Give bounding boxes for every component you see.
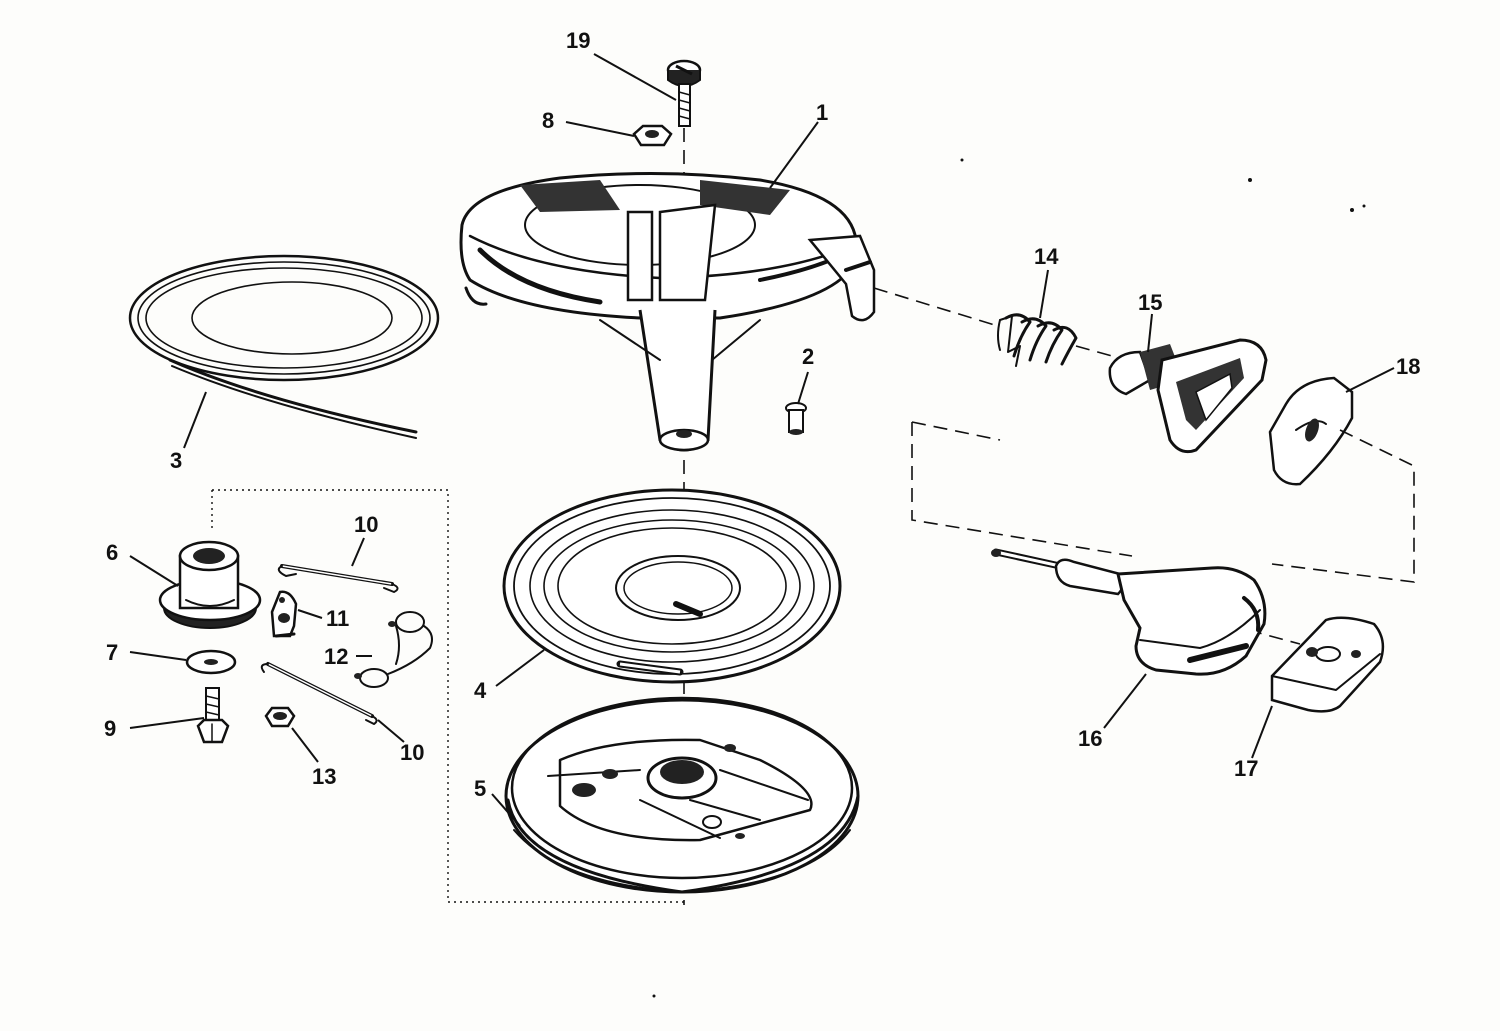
- leader-lines: [129, 53, 1395, 827]
- part-11-pawl: [270, 590, 298, 638]
- assembly-box-top-a: [911, 421, 1001, 441]
- leader-6: [129, 555, 179, 587]
- part-8-nut: [632, 124, 673, 147]
- callout-6: 6: [106, 540, 118, 565]
- leader-18: [1345, 367, 1395, 393]
- part-10-link-lower: [260, 662, 378, 725]
- leader-16: [1103, 673, 1147, 729]
- part-2-pin: [785, 402, 807, 435]
- callout-7: 7: [106, 640, 118, 665]
- part-9-bolt: [196, 687, 230, 744]
- leader-5: [491, 793, 521, 827]
- scan-specks: [652, 158, 1366, 998]
- part-16-handle: [991, 548, 1267, 676]
- assembly-box-left: [911, 422, 1133, 557]
- part-13-nut: [264, 706, 296, 728]
- leader-17: [1251, 705, 1273, 759]
- callout-2: 2: [802, 344, 814, 369]
- leader-10a: [351, 537, 365, 567]
- leader-2: [797, 371, 809, 405]
- part-10-link-upper: [277, 564, 399, 593]
- leader-14: [1039, 269, 1049, 319]
- leader-15: [1147, 313, 1153, 353]
- callout-9: 9: [104, 716, 116, 741]
- assembly-box-right: [1271, 429, 1415, 583]
- leader-9: [129, 717, 205, 729]
- leader-4: [495, 649, 545, 687]
- part-18-plate: [1268, 376, 1354, 486]
- leader-11: [297, 609, 323, 619]
- callout-labels: 19 8 1 2 3 14 15 18 6 10 11 12 7 9 13 10…: [104, 28, 1420, 801]
- callout-19: 19: [566, 28, 590, 53]
- part-12-wire-spring: [354, 611, 433, 688]
- leader-7: [129, 651, 187, 661]
- callout-12: 12: [324, 644, 348, 669]
- callout-15: 15: [1138, 290, 1162, 315]
- callout-10-upper: 10: [354, 512, 378, 537]
- callout-3: 3: [170, 448, 182, 473]
- leader-19: [593, 53, 677, 101]
- part-1-housing: [459, 171, 876, 452]
- assembly-line-spring: [873, 287, 999, 327]
- leader-3: [183, 391, 207, 449]
- callout-14: 14: [1034, 244, 1059, 269]
- part-14-spring: [997, 313, 1078, 367]
- leader-1: [769, 121, 819, 189]
- leader-13: [291, 727, 319, 763]
- callout-1: 1: [816, 100, 828, 125]
- part-6-hub: [158, 540, 262, 629]
- part-17-clip: [1270, 616, 1385, 713]
- callout-4: 4: [474, 678, 487, 703]
- part-5-pulley: [504, 696, 860, 894]
- assembly-line-grommet: [1075, 345, 1113, 357]
- callout-8: 8: [542, 108, 554, 133]
- callout-5: 5: [474, 776, 486, 801]
- callout-11: 11: [326, 606, 349, 631]
- callout-16: 16: [1078, 726, 1102, 751]
- callout-13: 13: [312, 764, 336, 789]
- callout-17: 17: [1234, 756, 1258, 781]
- leader-10b: [377, 719, 405, 743]
- part-7-washer: [185, 649, 237, 675]
- part-15-grommet: [1108, 338, 1268, 454]
- part-3-starter-rope: [128, 254, 440, 439]
- part-19-screw: [666, 59, 702, 127]
- part-4-recoil-spring: [502, 488, 842, 684]
- callout-18: 18: [1396, 354, 1420, 379]
- leader-8: [565, 121, 635, 137]
- callout-10-lower: 10: [400, 740, 424, 765]
